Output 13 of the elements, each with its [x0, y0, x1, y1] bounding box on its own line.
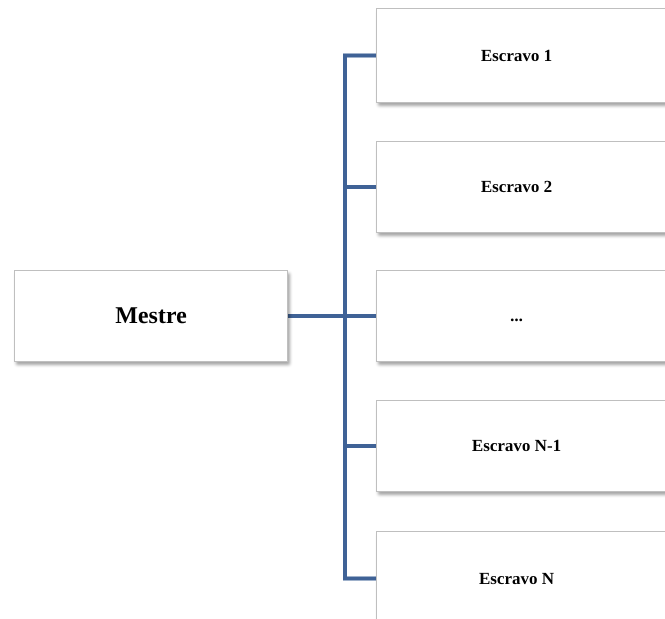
box-label: Escravo 1 [480, 46, 552, 66]
box-label: Escravo N [478, 568, 554, 588]
process-box [376, 270, 665, 362]
box-label: Escravo N-1 [472, 436, 562, 456]
box-label: Mestre [115, 302, 187, 330]
process-box [376, 141, 665, 233]
process-box [14, 270, 288, 362]
box-label: Escravo 2 [480, 177, 552, 197]
box-label: ... [510, 306, 523, 326]
process-box [376, 531, 665, 619]
process-box [376, 8, 665, 103]
process-box [376, 400, 665, 492]
connector-line [288, 314, 376, 580]
